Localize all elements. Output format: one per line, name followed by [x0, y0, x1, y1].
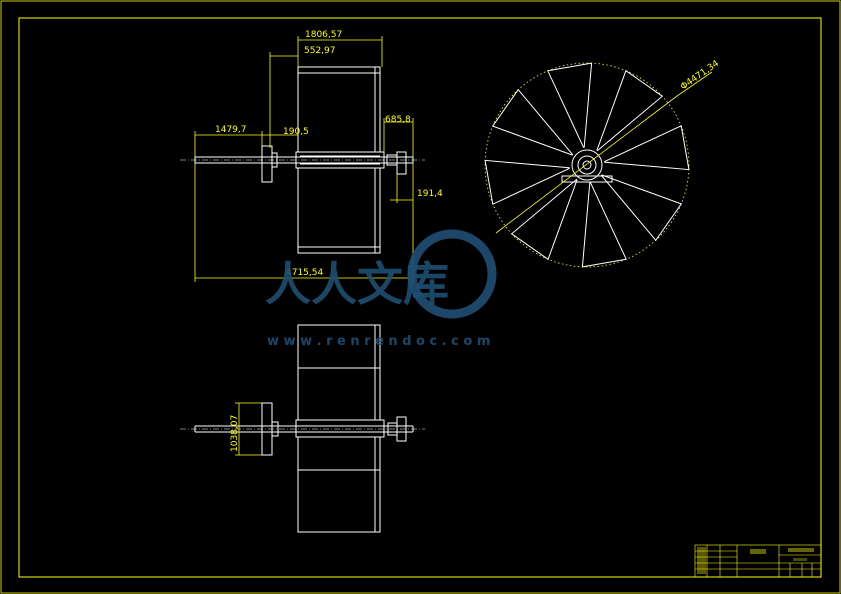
dim-diameter-line — [495, 95, 678, 234]
bottom-lower-paddle — [297, 436, 381, 533]
tb-label-block-icon — [697, 547, 706, 574]
bottom-hub — [295, 419, 385, 438]
blade-6 — [510, 178, 578, 261]
top-view-dimensions — [194, 36, 414, 282]
dim-bearing-gap: 190,5 — [283, 127, 309, 137]
bottom-view — [194, 324, 414, 533]
blade-1 — [604, 125, 690, 171]
blade-7 — [581, 182, 627, 268]
dim-blade-width: 552,97 — [304, 46, 336, 56]
left-bearing — [261, 145, 273, 183]
dim-shaft-left: 1479,7 — [215, 125, 247, 135]
watermark-url: w w w . r e n r e n d o c . c o m — [267, 334, 490, 349]
hub-circle-inner — [582, 160, 592, 170]
bearing-base — [561, 175, 613, 183]
inner-border — [18, 17, 822, 578]
blade-4 — [491, 88, 574, 156]
title-block — [694, 544, 822, 578]
title-block-frame — [694, 544, 822, 578]
dim-diameter-leader — [676, 71, 713, 97]
tb-title-block-icon — [750, 549, 766, 554]
dim-flange-height: 1038,07 — [230, 415, 240, 452]
blade-8 — [600, 174, 683, 242]
watermark: 人人文库 w w w . r e n r e n d o c . c o m — [265, 229, 497, 349]
dim-diameter: Φ4471,34 — [679, 59, 721, 93]
dim-hub-offset: 191,4 — [417, 189, 443, 199]
outer-diameter-circle — [484, 62, 690, 268]
bottom-view-dimensions — [235, 402, 262, 456]
watermark-ring-icon — [407, 229, 497, 319]
top-view — [194, 66, 414, 254]
hub-circle-outer — [571, 149, 603, 181]
dim-total-length: 4715,54 — [286, 268, 323, 278]
watermark-title: 人人文库 — [265, 257, 449, 311]
lower-paddle — [297, 167, 381, 254]
dim-overall-wheel: 1806,57 — [305, 30, 342, 40]
blade-5 — [484, 159, 570, 205]
side-view: Φ4471,34 — [484, 59, 721, 268]
upper-paddle — [297, 66, 381, 153]
tb-scale-icon — [793, 558, 807, 561]
dim-shaft-right: 685,8 — [385, 115, 411, 125]
tb-drawing-number-icon — [788, 548, 814, 552]
blade-2 — [596, 69, 664, 152]
hub-circle-mid — [577, 155, 597, 175]
blade-3 — [547, 62, 593, 148]
blades-group — [484, 62, 690, 268]
